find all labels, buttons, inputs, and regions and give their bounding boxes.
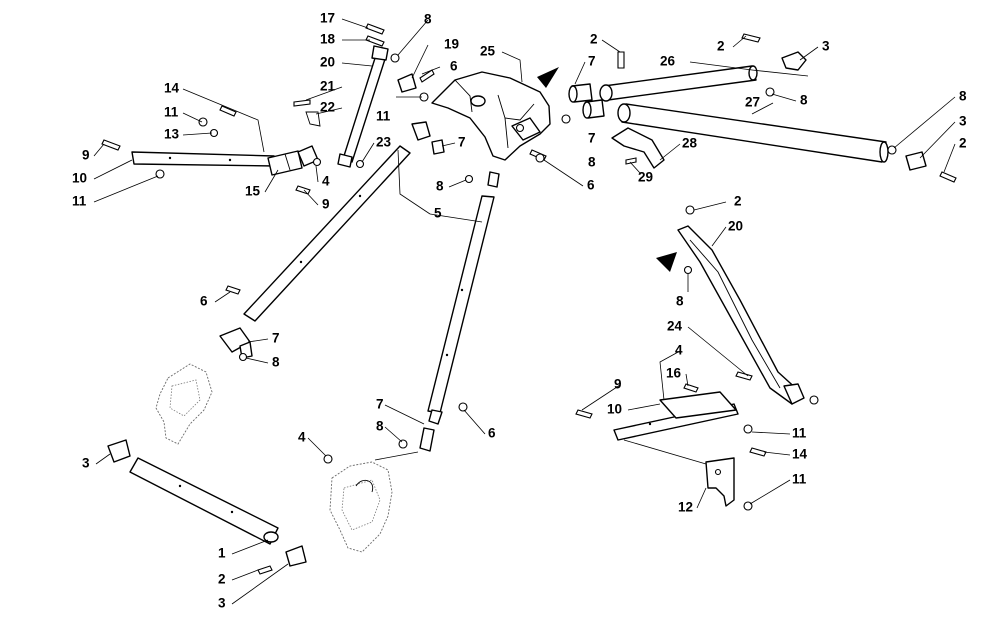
callout-21: 21 — [320, 79, 336, 94]
crossbar-1 — [107, 439, 307, 567]
callout-7: 7 — [376, 397, 384, 412]
crossbar-10-upper — [131, 150, 303, 176]
callout-2: 2 — [218, 572, 226, 587]
clamp-7-lower-left — [219, 327, 253, 359]
callout-4: 4 — [298, 430, 306, 445]
callout-labels: 17 18 8 20 19 6 21 22 11 25 2 7 26 2 3 8… — [72, 11, 967, 611]
tube-27 — [617, 103, 889, 163]
callout-22: 22 — [320, 100, 335, 115]
callout-8: 8 — [376, 419, 384, 434]
callout-15: 15 — [245, 184, 261, 199]
callout-10: 10 — [607, 402, 622, 417]
callout-8: 8 — [676, 294, 684, 309]
bracket-12 — [705, 457, 735, 507]
callout-9: 9 — [322, 197, 330, 212]
callout-6: 6 — [488, 426, 496, 441]
callout-19: 19 — [444, 37, 459, 52]
callout-25: 25 — [480, 44, 496, 59]
callout-29: 29 — [638, 170, 653, 185]
callout-13: 13 — [164, 127, 180, 142]
callout-6: 6 — [200, 294, 208, 309]
callout-11: 11 — [72, 194, 87, 209]
arrow-up-left — [656, 252, 677, 272]
callout-9: 9 — [614, 377, 622, 392]
fasteners — [101, 23, 957, 575]
callout-28: 28 — [682, 136, 698, 151]
callout-2: 2 — [734, 194, 742, 209]
callout-11: 11 — [376, 109, 391, 124]
callout-11: 11 — [792, 426, 807, 441]
callout-8: 8 — [800, 93, 808, 108]
callout-7: 7 — [458, 135, 466, 150]
callout-14: 14 — [164, 81, 180, 96]
callout-12: 12 — [678, 500, 693, 515]
callout-4: 4 — [675, 343, 683, 358]
steering-bracket-25 — [431, 71, 551, 161]
callout-20: 20 — [728, 219, 743, 234]
strut-20-lower-right — [677, 225, 805, 405]
callout-2: 2 — [590, 32, 598, 47]
callout-7: 7 — [588, 131, 596, 146]
arrow-up-right — [537, 67, 559, 88]
callout-7: 7 — [272, 331, 280, 346]
crossbar-10-lower — [613, 391, 739, 441]
bushing-7-upper-b — [582, 99, 605, 119]
callout-8: 8 — [272, 355, 280, 370]
callout-3: 3 — [959, 114, 967, 129]
callout-27: 27 — [745, 95, 760, 110]
callout-3: 3 — [218, 596, 226, 611]
callout-6: 6 — [450, 59, 458, 74]
callout-7: 7 — [588, 54, 596, 69]
callout-3: 3 — [82, 456, 90, 471]
callout-23: 23 — [376, 135, 392, 150]
tube-5-right — [419, 171, 500, 452]
callout-9: 9 — [82, 148, 90, 163]
callout-24: 24 — [667, 319, 683, 334]
leader-lines — [93, 18, 956, 605]
callout-4: 4 — [322, 174, 330, 189]
callout-8: 8 — [588, 155, 596, 170]
callout-8: 8 — [424, 12, 432, 27]
callout-2: 2 — [717, 39, 725, 54]
chassis-outline-left — [155, 363, 213, 445]
callout-1: 1 — [218, 546, 226, 561]
callout-6: 6 — [587, 178, 595, 193]
callout-18: 18 — [320, 32, 336, 47]
callout-11: 11 — [164, 105, 179, 120]
callout-10: 10 — [72, 171, 87, 186]
callout-26: 26 — [660, 54, 676, 69]
bushing-7-upper-a — [568, 83, 593, 103]
callout-16: 16 — [666, 366, 682, 381]
callout-11: 11 — [792, 472, 807, 487]
callout-5: 5 — [434, 206, 442, 221]
callout-8: 8 — [959, 89, 967, 104]
callout-2: 2 — [959, 136, 967, 151]
callout-17: 17 — [320, 11, 335, 26]
direction-arrows — [537, 67, 677, 272]
clamp-28 — [611, 127, 665, 169]
callout-14: 14 — [792, 447, 808, 462]
tube-26 — [599, 65, 758, 102]
callout-3: 3 — [822, 39, 830, 54]
strut-20-upper — [337, 45, 389, 168]
callout-8: 8 — [436, 179, 444, 194]
tube-5-left — [243, 121, 431, 322]
chassis-outline-center — [329, 461, 393, 553]
callout-20: 20 — [320, 55, 335, 70]
